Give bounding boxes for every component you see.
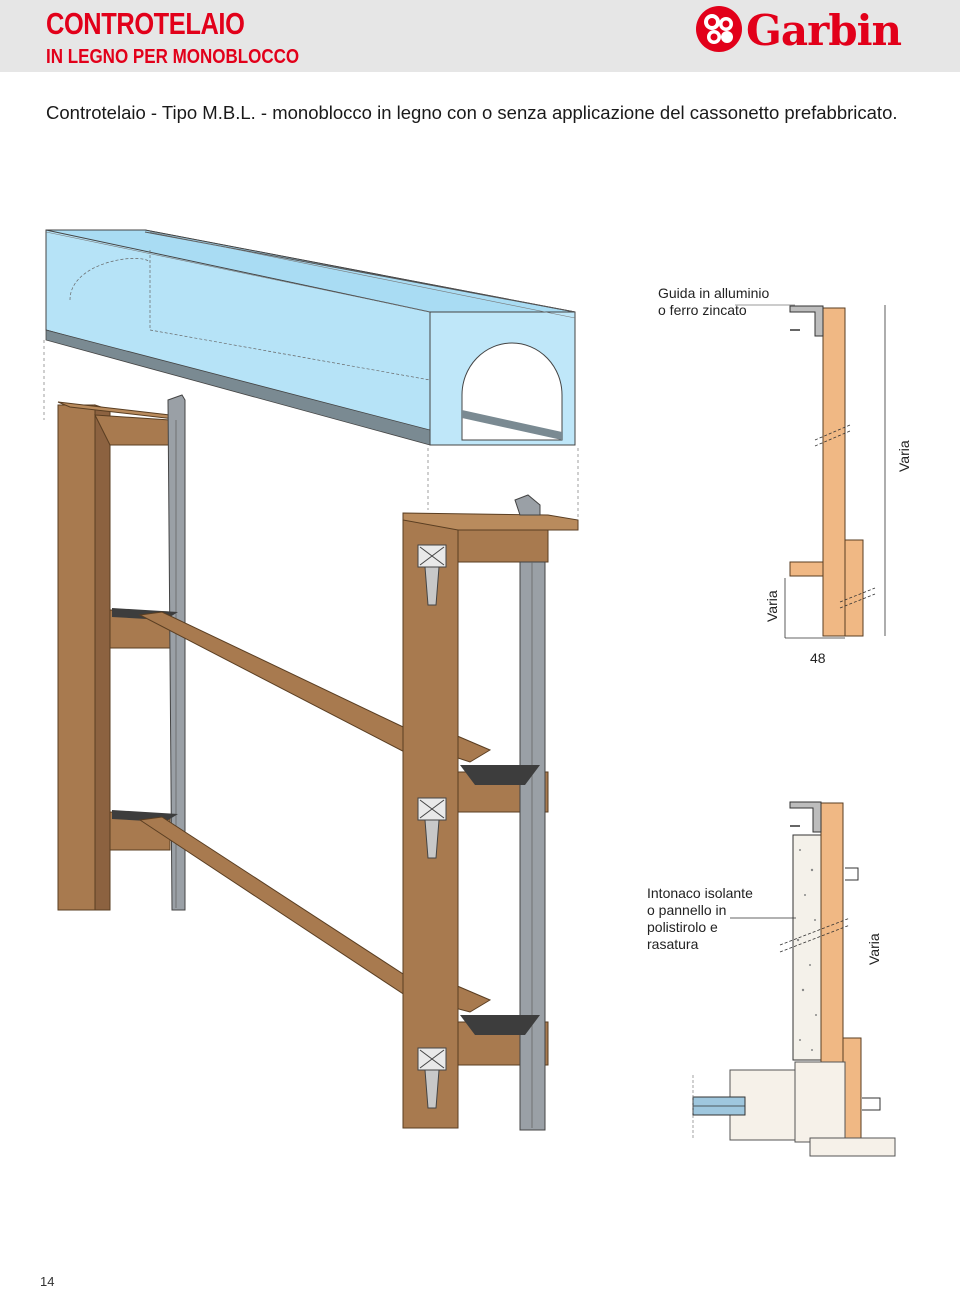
description-text: Controtelaio - Tipo M.B.L. - monoblocco … [46, 102, 898, 123]
dimension-label: 48 [810, 650, 826, 666]
anchor-bracket-1 [417, 544, 447, 606]
section-detail-bottom [692, 801, 896, 1157]
page-subtitle: IN LEGNO PER MONOBLOCCO [46, 46, 300, 68]
section-detail-top [735, 304, 886, 639]
left-frame [57, 394, 186, 911]
varia-label-bottom: Varia [866, 933, 882, 965]
varia-label-left: Varia [764, 590, 780, 622]
insulation-label: Intonaco isolante o pannello in polistir… [647, 885, 753, 952]
anchor-bracket-3 [417, 1047, 447, 1109]
right-frame [402, 494, 579, 1131]
header-band [0, 0, 960, 72]
page-number: 14 [40, 1274, 55, 1289]
page-title: CONTROTELAIO [46, 6, 245, 41]
varia-label-top: Varia [896, 440, 912, 472]
garbin-logo-icon [696, 6, 742, 52]
anchor-bracket-2 [417, 797, 447, 859]
brand-logo: Garbin [694, 2, 924, 56]
guide-label: Guida in alluminio o ferro zincato [658, 285, 770, 318]
brand-name: Garbin [746, 6, 902, 55]
cassonetto-box [45, 229, 576, 446]
